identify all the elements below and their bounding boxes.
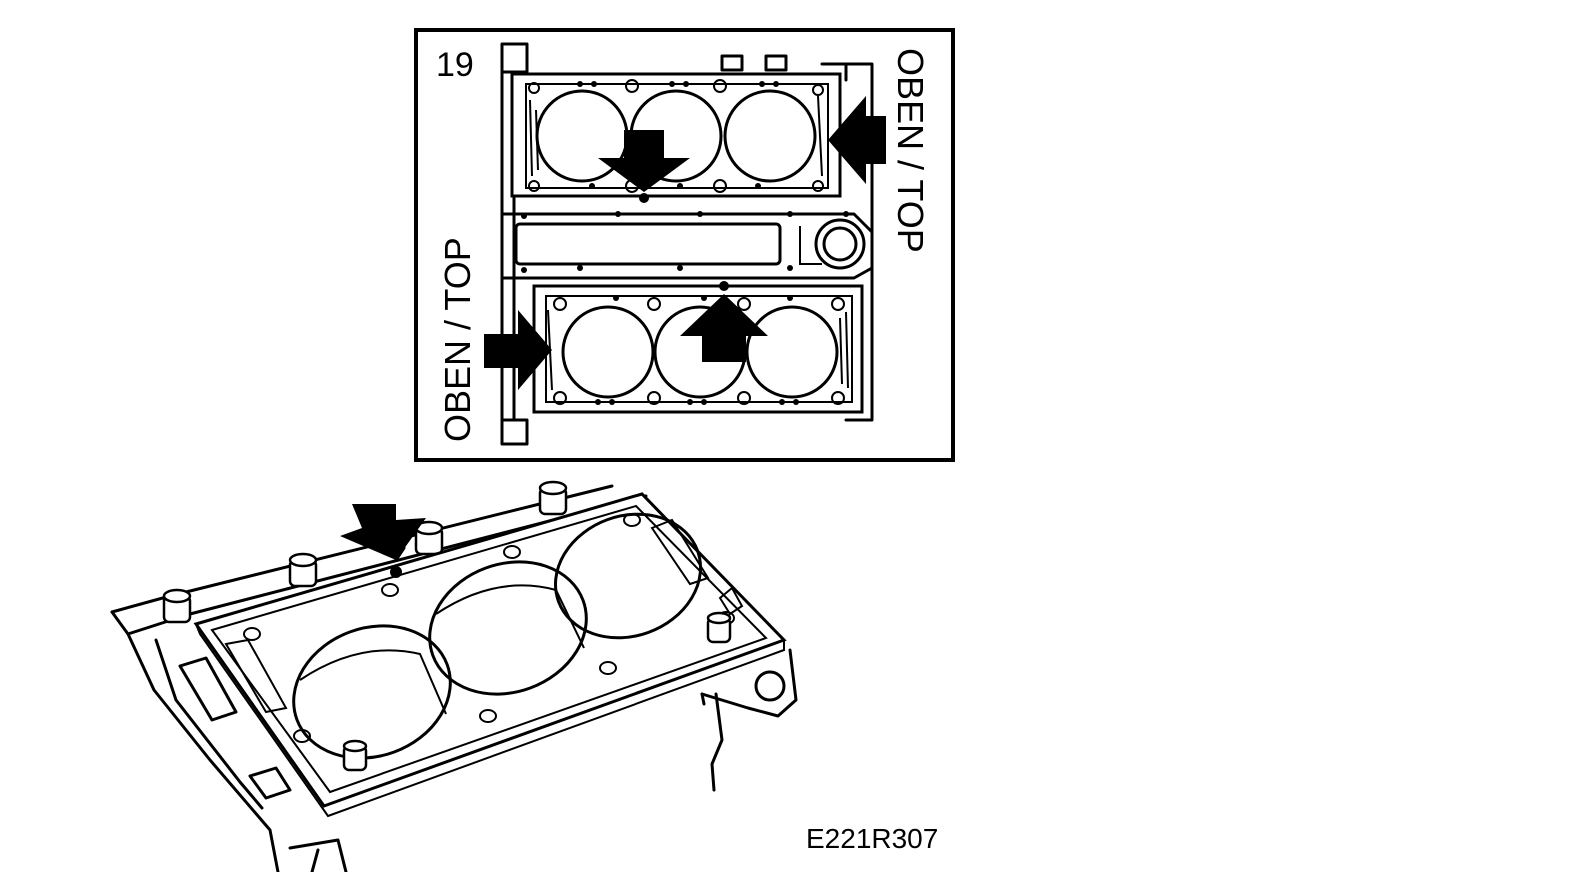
bore-3 (553, 512, 703, 640)
inset-panel: 19 OBEN / TOP OBEN / TOP (414, 28, 955, 462)
detail-number: 19 (436, 46, 474, 84)
upper-bore-3 (723, 89, 817, 183)
upper-gasket (510, 72, 842, 203)
lower-gasket (532, 281, 864, 414)
lower-locating-dowel (719, 281, 729, 291)
bolt-4 (538, 480, 568, 516)
bore-1 (292, 624, 452, 760)
valley-plate (500, 211, 874, 280)
bolt-3 (414, 520, 444, 556)
arrow-icon-left-right (484, 310, 552, 390)
corner-dowel-front-left (342, 739, 368, 772)
arrow-icon-right-left (828, 96, 886, 184)
orientation-label-left: OBEN / TOP (437, 237, 478, 442)
locating-dowel-icon (390, 566, 402, 578)
perspective-view (110, 480, 798, 872)
arrow-icon-upper-down (598, 130, 690, 192)
lower-bore-1 (561, 305, 655, 399)
arrow-icon-perspective-down (340, 504, 426, 560)
bore-2 (428, 560, 588, 696)
bolt-2 (288, 552, 318, 588)
bolt-1 (162, 588, 192, 624)
lower-bore-3 (745, 305, 839, 399)
head-bolts (162, 480, 568, 624)
figure-code: E221R307 (806, 823, 938, 854)
arrow-icon-lower-up (680, 294, 768, 362)
upper-locating-dowel (639, 193, 649, 203)
corner-dowel-rear-right (706, 611, 732, 644)
head-gasket (193, 492, 787, 818)
orientation-label-right: OBEN / TOP (890, 48, 931, 253)
